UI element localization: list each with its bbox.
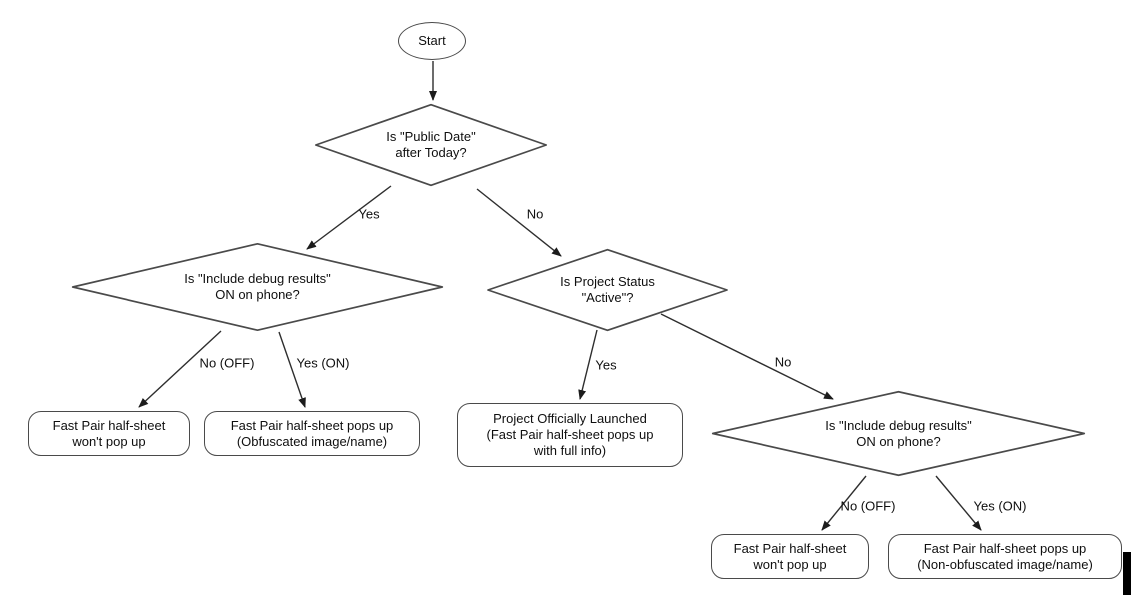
- result-no-popup-left: Fast Pair half-sheet won't pop up: [28, 411, 190, 456]
- arrow-no-off-to-no-popup-left: [138, 330, 222, 408]
- arrow-no-to-project-status: [476, 188, 562, 257]
- result-project-launched: Project Officially Launched (Fast Pair h…: [457, 403, 683, 467]
- arrow-no-off-to-no-popup-right: [821, 475, 867, 531]
- node-start: Start: [398, 22, 466, 60]
- diamond-shape: [65, 242, 450, 332]
- arrow-yes-to-debug-left: [306, 185, 392, 250]
- result-no-popup-right-label: Fast Pair half-sheet won't pop up: [733, 540, 847, 572]
- diamond-shape: [705, 390, 1092, 477]
- decision-debug-results-left-label: Is "Include debug results" ON on phone?: [184, 271, 331, 302]
- decision-debug-results-right-label: Is "Include debug results" ON on phone?: [825, 417, 972, 449]
- edge-label-yes-on-right: Yes (ON): [973, 498, 1027, 514]
- result-no-popup-right: Fast Pair half-sheet won't pop up: [711, 534, 869, 579]
- diamond-shape: [483, 248, 732, 332]
- node-start-label: Start: [418, 33, 446, 48]
- text-cursor-artifact: [1123, 552, 1131, 595]
- diamond-shape: [311, 103, 551, 187]
- result-obfuscated-popup-label: Fast Pair half-sheet pops up (Obfuscated…: [230, 417, 394, 449]
- arrow-yes-to-launched: [578, 329, 598, 400]
- edge-label-no-off-right: No (OFF): [840, 498, 896, 514]
- edge-label-yes-top: Yes: [358, 206, 380, 222]
- edge-label-yes-mid: Yes: [595, 357, 617, 373]
- arrow-yes-on-to-obfuscated: [278, 331, 306, 408]
- result-obfuscated-popup: Fast Pair half-sheet pops up (Obfuscated…: [204, 411, 420, 456]
- decision-public-date: Is "Public Date" after Today?: [311, 103, 551, 187]
- edge-label-no-top: No: [526, 206, 544, 222]
- result-non-obfuscated-popup-label: Fast Pair half-sheet pops up (Non-obfusc…: [917, 540, 1093, 572]
- result-project-launched-label: Project Officially Launched (Fast Pair h…: [486, 411, 654, 458]
- decision-debug-results-right: Is "Include debug results" ON on phone?: [705, 390, 1092, 477]
- decision-project-status-label: Is Project Status "Active"?: [560, 274, 655, 305]
- arrow-yes-on-to-non-obfuscated: [935, 475, 982, 531]
- decision-public-date-label: Is "Public Date" after Today?: [386, 129, 476, 160]
- result-non-obfuscated-popup: Fast Pair half-sheet pops up (Non-obfusc…: [888, 534, 1122, 579]
- edge-label-no-mid: No: [774, 354, 792, 370]
- result-no-popup-left-label: Fast Pair half-sheet won't pop up: [52, 417, 166, 449]
- edge-label-no-off-left: No (OFF): [199, 355, 255, 371]
- edge-label-yes-on-left: Yes (ON): [296, 355, 350, 371]
- arrow-no-to-debug-right: [660, 313, 834, 400]
- decision-debug-results-left: Is "Include debug results" ON on phone?: [65, 242, 450, 332]
- decision-project-status: Is Project Status "Active"?: [483, 248, 732, 332]
